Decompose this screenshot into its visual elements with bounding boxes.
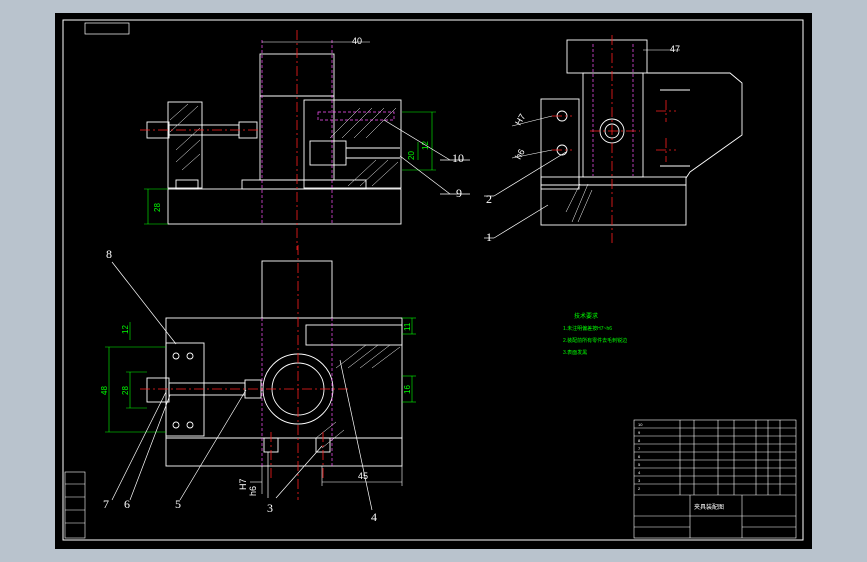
side-view-hatch [565,183,593,223]
fit-bottom-lower: h6 [248,486,258,496]
front-view-hidden-lines [261,40,395,225]
dim-side-width: 47 [670,44,680,54]
part-label-3: 3 [267,501,273,515]
title-row-4: 7 [638,446,641,451]
part-label-10: 10 [452,151,464,165]
dim-plan-left-small: 12 [121,325,130,334]
front-view-center-lines [140,30,298,250]
dim-plan-left-outer: 48 [100,386,109,395]
part-label-2: 2 [486,192,492,206]
title-row-6: 5 [638,462,641,467]
title-row-3: 8 [638,438,641,443]
part-label-9: 9 [456,186,462,200]
dim-front-right-b: 20 [407,151,416,160]
corner-box [84,22,130,35]
dim-plan-left-mid: 28 [121,386,130,395]
dim-top-width: 40 [352,36,362,46]
part-label-6: 6 [124,497,130,511]
plan-view-center-lines [140,245,350,500]
title-row-5: 6 [638,454,641,459]
notes-line-1: 1.未注明偏差按H7~h6 [563,325,612,332]
side-view [540,39,743,226]
side-view-hidden-lines [592,44,634,176]
part-label-8: 8 [106,247,112,261]
dim-left-height: 28 [153,203,162,212]
title-row-2: 9 [638,430,641,435]
title-row-1: 10 [638,422,643,427]
notes-title: 技术要求 [574,312,598,320]
front-view-hatch [169,103,399,187]
front-view-dimensions [144,111,436,225]
dim-plan-right-a: 11 [403,322,412,331]
part-label-1: 1 [486,230,492,244]
sheet-border [62,19,804,541]
title-row-7: 4 [638,470,641,475]
side-view-leaders [511,115,553,159]
plan-view-white-dims [250,466,403,494]
dim-plan-right-b: 16 [403,385,412,394]
side-view-center-lines [552,35,676,245]
part-label-5: 5 [175,497,181,511]
fit-lower: h6 [513,147,527,161]
part-label-4: 4 [371,510,377,524]
fit-bottom-upper: H7 [238,478,248,490]
leader-lines [111,119,567,511]
drawing-background [55,13,812,549]
part-label-7: 7 [103,497,109,511]
notes-line-2: 2.装配前所有零件去毛刺锐边 [563,337,627,344]
dim-bottom-width: 45 [358,471,368,481]
margin-strip [64,471,86,539]
title-row-8: 3 [638,478,641,483]
drawing-name: 夹具装配图 [694,503,724,511]
title-row-9: 2 [638,486,641,491]
title-block [633,419,797,539]
notes-line-3: 3.表面发黑 [563,349,587,356]
